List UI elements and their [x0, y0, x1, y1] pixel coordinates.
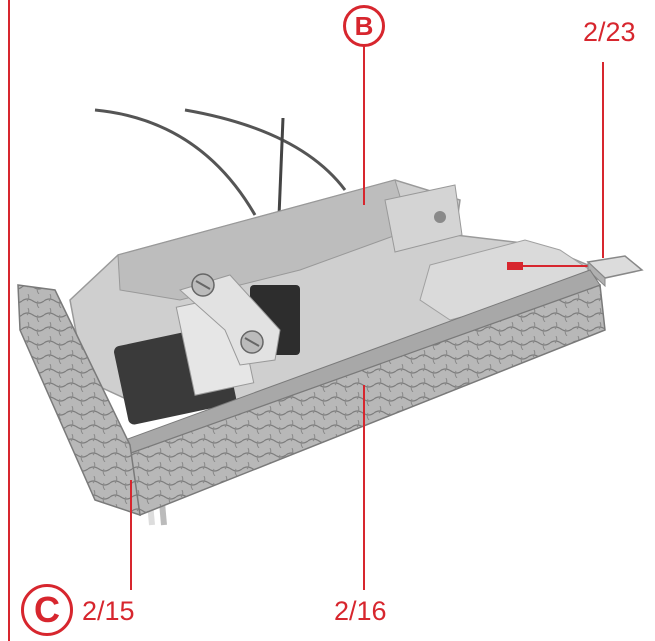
tab-hole [434, 211, 446, 223]
callout-c: C [21, 584, 73, 636]
wire [184, 108, 347, 191]
stone-wall-left [17, 284, 141, 517]
slot-marker [507, 262, 523, 270]
label-2-16: 2/16 [334, 596, 387, 626]
clip-part-side [587, 260, 606, 288]
right-tab [384, 184, 463, 253]
label-2-23: 2/23 [583, 17, 636, 47]
upper-housing [117, 179, 411, 301]
label-2-15: 2/15 [82, 596, 135, 626]
wire [94, 108, 257, 216]
callout-b: B [343, 5, 385, 47]
